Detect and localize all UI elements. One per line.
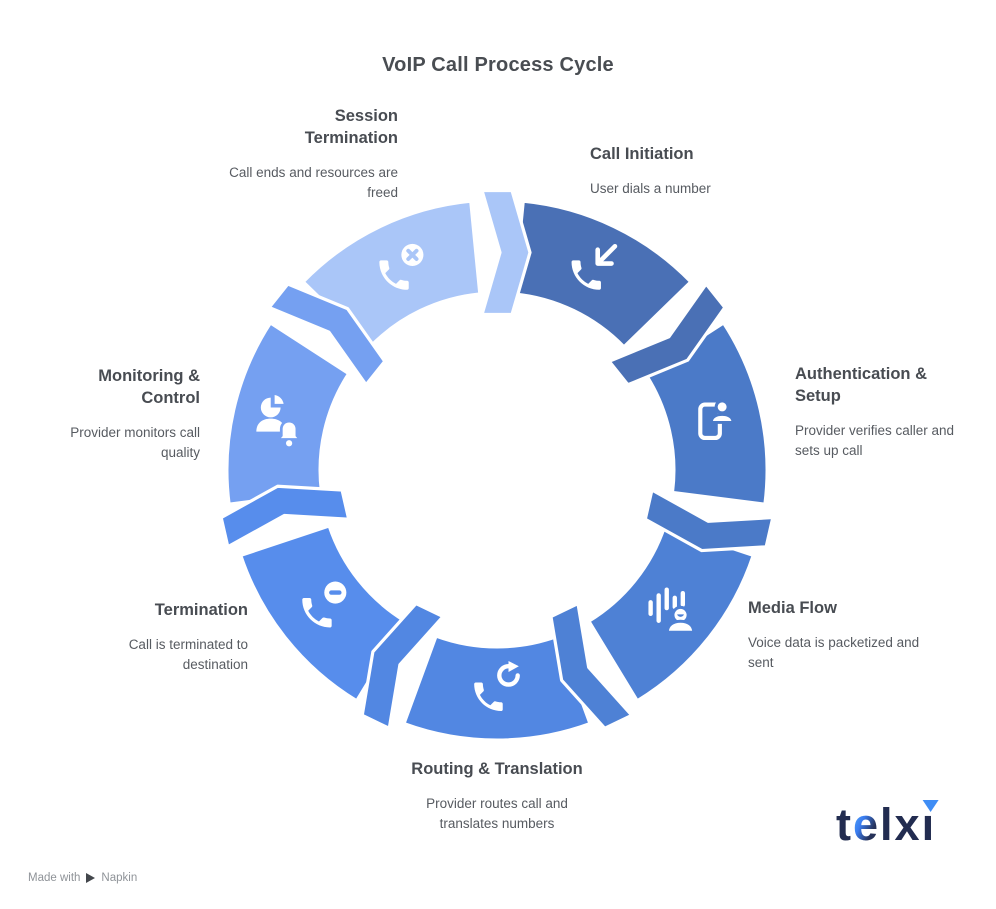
connector-chevron-session-termination (480, 188, 532, 317)
step-title: Monitoring & Control (98, 367, 200, 407)
step-description: Call ends and resources are freed (229, 164, 398, 200)
voice-waveform-user-icon (648, 587, 696, 634)
logo-letter-l: l (880, 799, 895, 850)
attribution-prefix: Made with (28, 872, 81, 884)
segment-call-initiation (512, 199, 693, 349)
step-description: Call is terminated to destination (128, 636, 248, 673)
segment-media-flow (587, 524, 755, 703)
logo-triangle-icon (922, 800, 939, 812)
logo-letter-e: e (853, 799, 881, 850)
step-description: Provider routes call and translates numb… (426, 795, 568, 832)
page-title: VoIP Call Process Cycle (382, 54, 614, 76)
connector-chevron-routing-translation (360, 601, 445, 730)
logo-letter-x: x (894, 799, 922, 850)
telxi-logo: telxı (836, 798, 939, 852)
step-label-termination: Termination Call is terminated to destin… (80, 600, 248, 675)
connector-chevron-termination (219, 484, 351, 549)
step-title: Media Flow (748, 599, 837, 617)
step-description: Provider verifies caller and sets up cal… (795, 422, 955, 458)
phone-refresh-icon (474, 661, 520, 712)
logo-letter-t: t (836, 799, 853, 850)
phone-minus-icon (302, 581, 347, 628)
connector-chevron-call-initiation (607, 282, 727, 387)
segment-termination (239, 524, 407, 703)
segment-monitoring-control (225, 321, 351, 506)
step-label-media-flow: Media Flow Voice data is packetized and … (748, 598, 926, 673)
step-title: Authentication & Setup (795, 365, 927, 405)
step-description: Provider monitors call quality (70, 424, 200, 460)
step-label-call-initiation: Call Initiation User dials a number (590, 144, 800, 199)
step-label-monitoring-control: Monitoring & Control Provider monitors c… (30, 366, 200, 463)
connector-chevron-media-flow (549, 601, 634, 730)
napkin-attribution-link[interactable]: Made with Napkin (28, 872, 137, 884)
step-label-routing-translation: Routing & Translation Provider routes ca… (407, 759, 587, 834)
phone-user-icon (698, 399, 735, 441)
segment-routing-translation (402, 634, 592, 742)
phone-incoming-icon (571, 243, 618, 290)
napkin-logo-icon (86, 873, 96, 883)
connector-chevron-authentication-setup (643, 488, 775, 553)
step-label-authentication-setup: Authentication & Setup Provider verifies… (795, 364, 967, 461)
step-title: Session Termination (304, 107, 398, 147)
step-description: Voice data is packetized and sent (748, 634, 920, 671)
attribution-brand: Napkin (101, 872, 138, 884)
step-label-session-termination: Session Termination Call ends and resour… (223, 106, 398, 203)
logo-letter-i: ı (922, 798, 939, 852)
segment-authentication-setup (643, 321, 769, 506)
step-title: Termination (154, 601, 248, 619)
connector-chevron-monitoring-control (267, 282, 387, 387)
user-chart-bell-icon (256, 394, 304, 447)
step-description: User dials a number (590, 180, 711, 196)
step-title: Routing & Translation (411, 760, 583, 778)
phone-cancel-icon (379, 243, 424, 290)
step-title: Call Initiation (590, 145, 694, 163)
